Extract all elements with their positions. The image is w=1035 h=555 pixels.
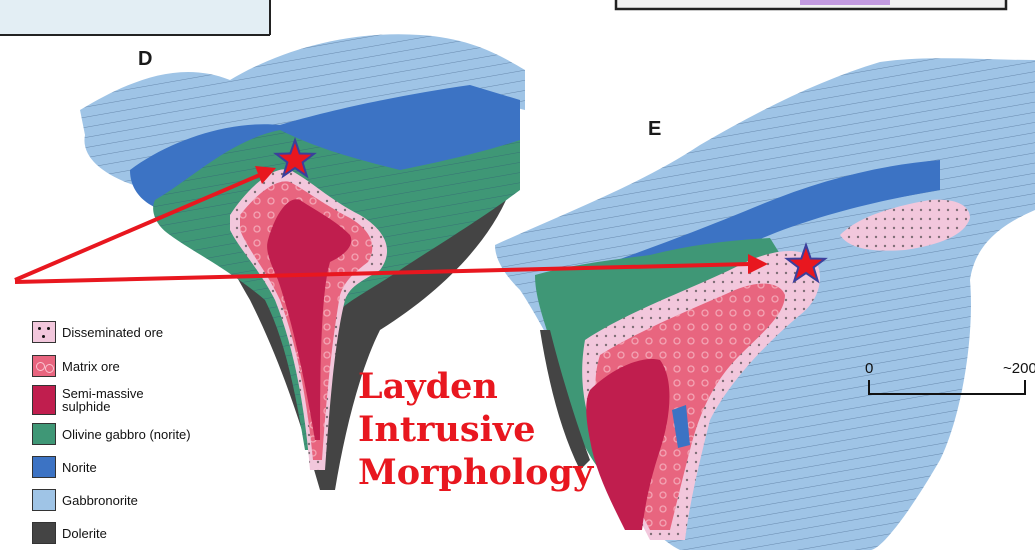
legend-label-semi-massive-sulphide: Semi-massive sulphide [62, 387, 144, 413]
legend-label-olivine-gabbro: Olivine gabbro (norite) [62, 428, 191, 441]
top-left-inset [0, 0, 270, 35]
panel-d-label: D [138, 48, 152, 71]
legend-swatch-disseminated-ore [32, 321, 56, 343]
legend-item-semi-massive-sulphide: Semi-massive sulphide [32, 384, 144, 416]
legend-swatch-dolerite [32, 522, 56, 544]
legend-label-matrix-ore: Matrix ore [62, 360, 120, 373]
legend-item-disseminated-ore: Disseminated ore [32, 320, 163, 344]
legend-label-dolerite: Dolerite [62, 527, 107, 540]
legend-item-gabbronorite: Gabbronorite [32, 488, 138, 512]
scale-bar: 0 ~200 [865, 360, 1035, 410]
legend-item-dolerite: Dolerite [32, 521, 107, 545]
panel-e-label: E [648, 118, 661, 141]
scale-bar-line [865, 360, 1035, 410]
layden-title: Layden Intrusive Morphology [358, 365, 593, 494]
legend-swatch-semi-massive-sulphide [32, 385, 56, 415]
legend-swatch-gabbronorite [32, 489, 56, 511]
legend-label-norite: Norite [62, 461, 97, 474]
legend-label-disseminated-ore: Disseminated ore [62, 326, 163, 339]
legend-item-matrix-ore: Matrix ore [32, 354, 120, 378]
legend-swatch-norite [32, 456, 56, 478]
top-right-inset [616, 0, 1006, 9]
legend-swatch-olivine-gabbro [32, 423, 56, 445]
legend-label-gabbronorite: Gabbronorite [62, 494, 138, 507]
legend-item-olivine-gabbro: Olivine gabbro (norite) [32, 422, 191, 446]
legend-item-norite: Norite [32, 455, 97, 479]
legend-swatch-matrix-ore [32, 355, 56, 377]
